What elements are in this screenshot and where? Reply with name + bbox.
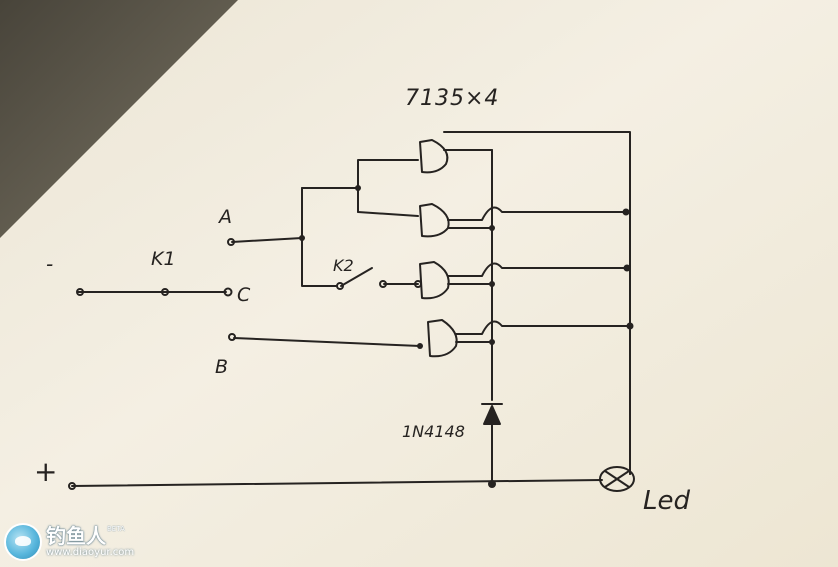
gate3-output-wire	[447, 262, 629, 277]
site-watermark: 钓鱼人BETA www.diaoyur.com	[6, 521, 156, 563]
gate4-output-wire	[455, 320, 631, 335]
fish-logo-icon	[6, 525, 40, 559]
terminal-b	[228, 333, 236, 341]
node-a-vertical	[301, 187, 337, 287]
terminal-c	[223, 287, 233, 297]
junction-right-3	[626, 322, 634, 330]
gate-2-body	[419, 203, 450, 238]
gate12-input-wire	[357, 159, 419, 213]
switch-k2-contact	[336, 282, 344, 290]
switch-k2-label: K2	[333, 256, 354, 275]
junction-bus-bottom	[488, 480, 496, 488]
diode-triangle	[483, 405, 501, 425]
junction-bus-2	[489, 281, 495, 287]
ic-label: 7135×4	[405, 86, 500, 111]
switch-k1-label: K1	[151, 248, 176, 270]
watermark-text: 钓鱼人BETA www.diaoyur.com	[46, 526, 134, 558]
gate-3-body	[419, 261, 450, 300]
positive-rail-wire	[71, 479, 603, 487]
diode-label: 1N4148	[402, 422, 465, 441]
watermark-url: www.diaoyur.com	[46, 547, 135, 558]
terminal-plus	[68, 482, 76, 490]
junction-right-2	[623, 264, 631, 272]
node-b-label: B	[215, 356, 229, 378]
terminal-minus	[76, 288, 84, 296]
watermark-beta: BETA	[107, 525, 125, 533]
node-a-wire	[231, 237, 303, 243]
junction-gate12	[355, 185, 361, 191]
switch-k2-contact-2	[379, 280, 387, 288]
node-b-wire	[233, 337, 421, 347]
gate2-output-wire	[447, 206, 629, 221]
junction-gate4-in	[417, 343, 423, 349]
switch-k1-contact	[161, 288, 169, 296]
negative-terminal-label: -	[46, 252, 54, 276]
terminal-a	[227, 238, 235, 246]
switch-k2-blade	[340, 267, 373, 287]
led-cross-2	[604, 470, 630, 488]
node-a-label: A	[219, 206, 232, 228]
junction-bus-1	[489, 225, 495, 231]
positive-terminal-label: +	[34, 455, 58, 488]
gate-4-body	[427, 319, 458, 358]
right-bus-wire	[443, 131, 631, 475]
led-label: Led	[643, 486, 690, 516]
junction-bus-3	[489, 339, 495, 345]
gate2-input-wire	[357, 211, 419, 217]
gate3-input	[414, 280, 422, 288]
node-c-label: C	[237, 284, 251, 306]
watermark-title: 钓鱼人	[46, 524, 106, 548]
gate-1-body	[419, 139, 449, 174]
table-shadow-corner	[0, 0, 238, 238]
led-symbol	[599, 466, 635, 492]
junction-node-a	[299, 235, 305, 241]
junction-right-1	[622, 208, 630, 216]
